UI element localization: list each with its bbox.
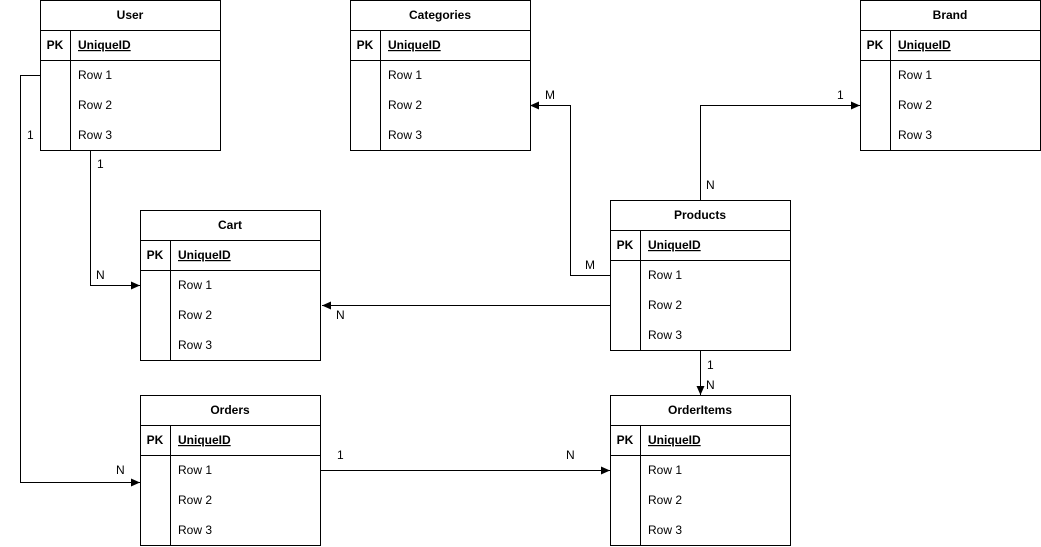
primary-key: UniqueID [648, 238, 701, 252]
attribute-row: Row 1 [178, 278, 212, 292]
entity-cart[interactable]: Cart PK UniqueID Row 1 Row 2 Row 3 [140, 210, 321, 361]
cardinality-products-brand-to: 1 [837, 88, 844, 102]
entity-title: User [117, 8, 144, 22]
cardinality-user-orders-from: 1 [27, 128, 34, 142]
cardinality-products-orderitems-to: N [706, 378, 715, 392]
cardinality-user-cart-from: 1 [97, 157, 104, 171]
attribute-row: Row 1 [898, 68, 932, 82]
entity-title: OrderItems [668, 403, 732, 417]
pk-label: PK [617, 238, 634, 252]
attribute-row: Row 1 [388, 68, 422, 82]
attribute-row: Row 1 [178, 463, 212, 477]
pk-label: PK [147, 433, 164, 447]
pk-label: PK [147, 248, 164, 262]
pk-label: PK [357, 38, 374, 52]
connector-products-categories [530, 101, 610, 276]
attribute-row: Row 3 [388, 128, 422, 142]
cardinality-products-categories-to: M [545, 88, 555, 102]
primary-key: UniqueID [898, 38, 951, 52]
cardinality-products-brand-from: N [706, 178, 715, 192]
entity-categories[interactable]: Categories PK UniqueID Row 1 Row 2 Row 3 [350, 0, 531, 151]
attribute-row: Row 3 [648, 328, 682, 342]
cardinality-user-orders-to: N [116, 463, 125, 477]
entity-title: Orders [210, 403, 250, 417]
cardinality-user-cart-to: N [96, 268, 105, 282]
pk-label: PK [47, 38, 64, 52]
attribute-row: Row 1 [78, 68, 112, 82]
attribute-row: Row 2 [78, 98, 112, 112]
cardinality-orders-orderitems-to: N [566, 448, 575, 462]
attribute-row: Row 3 [648, 523, 682, 537]
entity-brand[interactable]: Brand PK UniqueID Row 1 Row 2 Row 3 [860, 0, 1041, 151]
attribute-row: Row 2 [648, 493, 682, 507]
attribute-row: Row 3 [78, 128, 112, 142]
cardinality-labels: 1 N 1 N M M N 1 N 1 N 1 N [27, 88, 844, 477]
attribute-row: Row 2 [898, 98, 932, 112]
attribute-row: Row 2 [178, 493, 212, 507]
entity-title: Brand [933, 8, 968, 22]
connectors [20, 75, 860, 487]
primary-key: UniqueID [78, 38, 131, 52]
attribute-row: Row 1 [648, 463, 682, 477]
connector-user-cart [90, 150, 140, 290]
attribute-row: Row 2 [648, 298, 682, 312]
primary-key: UniqueID [178, 433, 231, 447]
entity-products[interactable]: Products PK UniqueID Row 1 Row 2 Row 3 [610, 200, 791, 351]
cardinality-orders-orderitems-from: 1 [337, 448, 344, 462]
pk-label: PK [867, 38, 884, 52]
connector-products-brand [700, 101, 860, 200]
attribute-row: Row 3 [178, 523, 212, 537]
primary-key: UniqueID [648, 433, 701, 447]
entity-user[interactable]: User PK UniqueID Row 1 Row 2 Row 3 [40, 0, 221, 151]
attribute-row: Row 3 [898, 128, 932, 142]
primary-key: UniqueID [388, 38, 441, 52]
entity-orderitems[interactable]: OrderItems PK UniqueID Row 1 Row 2 Row 3 [610, 395, 791, 546]
primary-key: UniqueID [178, 248, 231, 262]
attribute-row: Row 1 [648, 268, 682, 282]
entity-orders[interactable]: Orders PK UniqueID Row 1 Row 2 Row 3 [140, 395, 321, 546]
entity-title: Products [674, 208, 726, 222]
cardinality-products-categories-from: M [585, 258, 595, 272]
connector-user-orders [20, 75, 140, 487]
attribute-row: Row 2 [178, 308, 212, 322]
cardinality-products-cart-to: N [336, 308, 345, 322]
attribute-row: Row 3 [178, 338, 212, 352]
entity-title: Categories [409, 8, 471, 22]
attribute-row: Row 2 [388, 98, 422, 112]
cardinality-products-orderitems-from: 1 [707, 358, 714, 372]
entity-title: Cart [218, 218, 242, 232]
pk-label: PK [617, 433, 634, 447]
